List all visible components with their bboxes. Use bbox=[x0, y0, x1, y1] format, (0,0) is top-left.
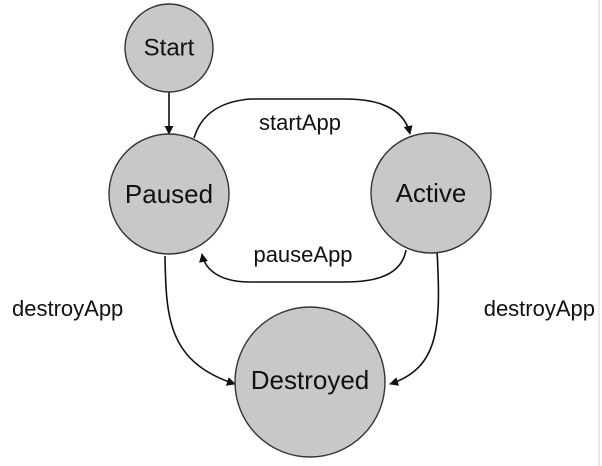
state-paused-label: Paused bbox=[125, 179, 213, 209]
state-destroyed-circle bbox=[234, 306, 386, 458]
state-active-label: Active bbox=[396, 178, 467, 208]
edge-destroy-from-active bbox=[389, 249, 440, 386]
label-pause-app: pauseApp bbox=[253, 242, 352, 267]
state-destroyed: Destroyed bbox=[234, 306, 386, 458]
state-active-circle bbox=[370, 132, 492, 254]
state-start-circle bbox=[124, 3, 214, 93]
state-paused: Paused bbox=[108, 133, 230, 255]
edge-destroy-from-paused bbox=[164, 255, 236, 386]
state-start: Start bbox=[124, 3, 214, 93]
edge-pause-app bbox=[199, 249, 407, 283]
state-start-label: Start bbox=[144, 35, 195, 62]
edge-start-app bbox=[193, 98, 413, 139]
state-active: Active bbox=[370, 132, 492, 254]
label-destroy-from-paused: destroyApp bbox=[12, 296, 123, 321]
label-destroy-from-active: destroyApp bbox=[484, 296, 595, 321]
state-destroyed-label: Destroyed bbox=[251, 365, 370, 395]
label-start-app: startApp bbox=[259, 110, 341, 135]
state-paused-circle bbox=[108, 133, 230, 255]
